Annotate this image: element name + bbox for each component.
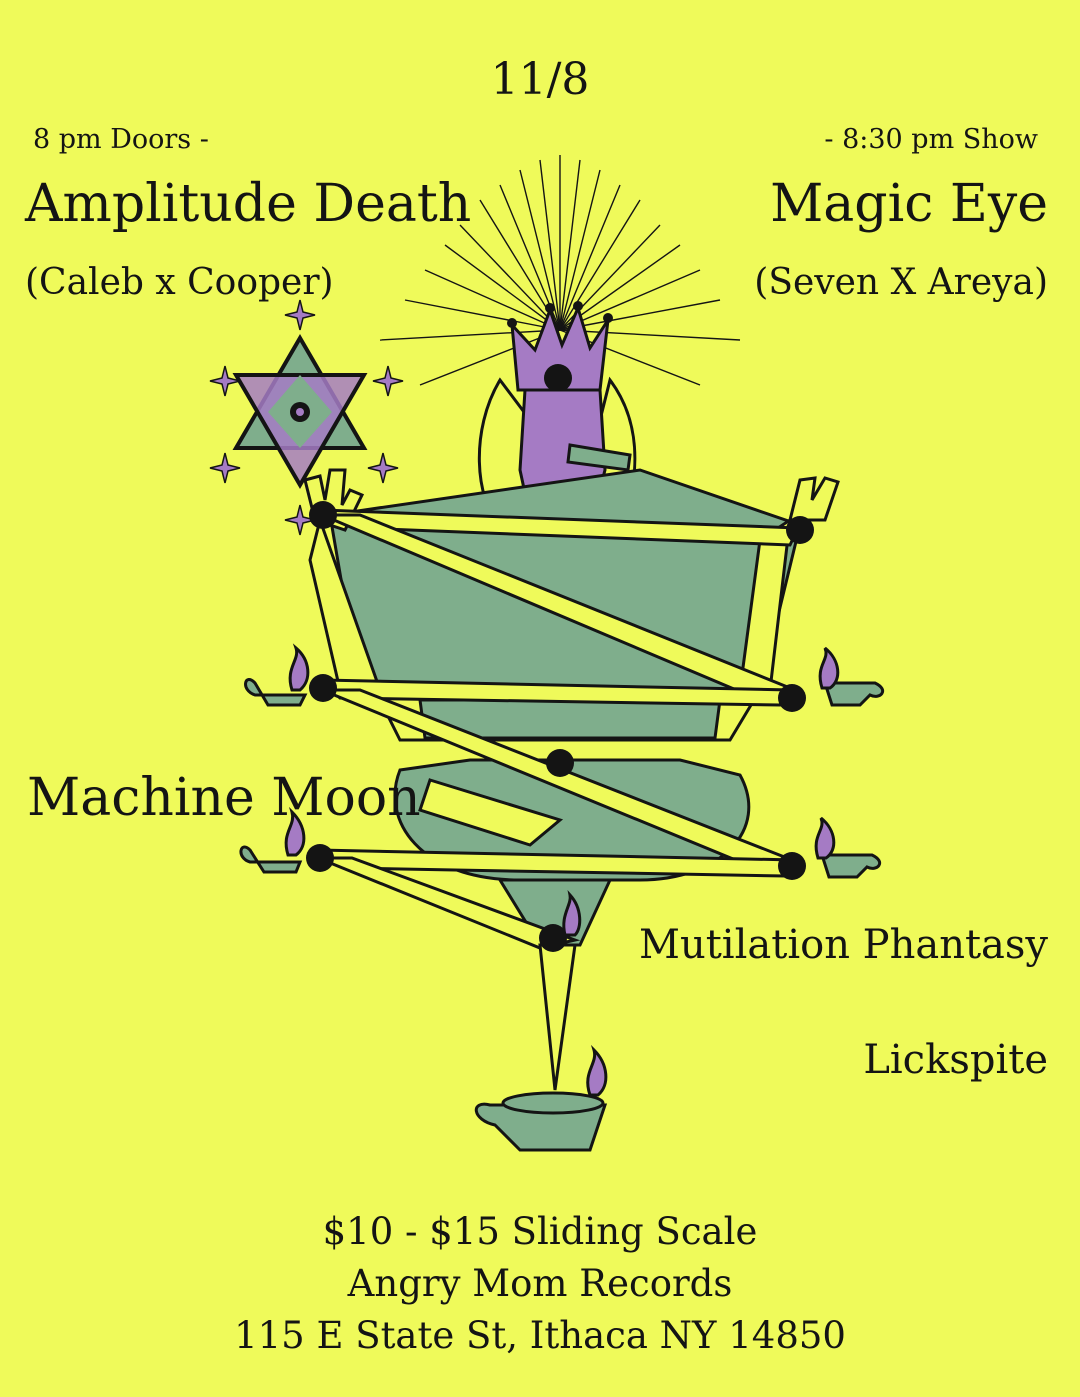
band-magic-eye-members: (Seven X Areya) <box>754 262 1048 303</box>
band-amplitude-death-members: (Caleb x Cooper) <box>25 262 334 303</box>
venue-name: Angry Mom Records <box>347 1262 733 1305</box>
oil-lamp-icon <box>239 643 885 1152</box>
show-time: - 8:30 pm Show <box>824 124 1038 155</box>
band-amplitude-death: Amplitude Death <box>25 174 472 234</box>
hexagram-icon <box>209 299 404 536</box>
halo-rays-icon <box>379 155 741 386</box>
band-lickspite: Lickspite <box>863 1037 1048 1083</box>
doors-time: 8 pm Doors - <box>33 124 209 155</box>
band-mutilation-phantasy: Mutilation Phantasy <box>639 922 1048 968</box>
band-magic-eye: Magic Eye <box>770 174 1048 234</box>
ticket-price: $10 - $15 Sliding Scale <box>322 1210 758 1253</box>
band-machine-moon: Machine Moon <box>27 768 421 828</box>
event-date: 11/8 <box>490 54 590 105</box>
crown-icon <box>507 301 613 392</box>
venue-address: 115 E State St, Ithaca NY 14850 <box>234 1314 846 1357</box>
node-dots <box>306 501 814 952</box>
lightning-zigzag <box>312 508 801 1091</box>
